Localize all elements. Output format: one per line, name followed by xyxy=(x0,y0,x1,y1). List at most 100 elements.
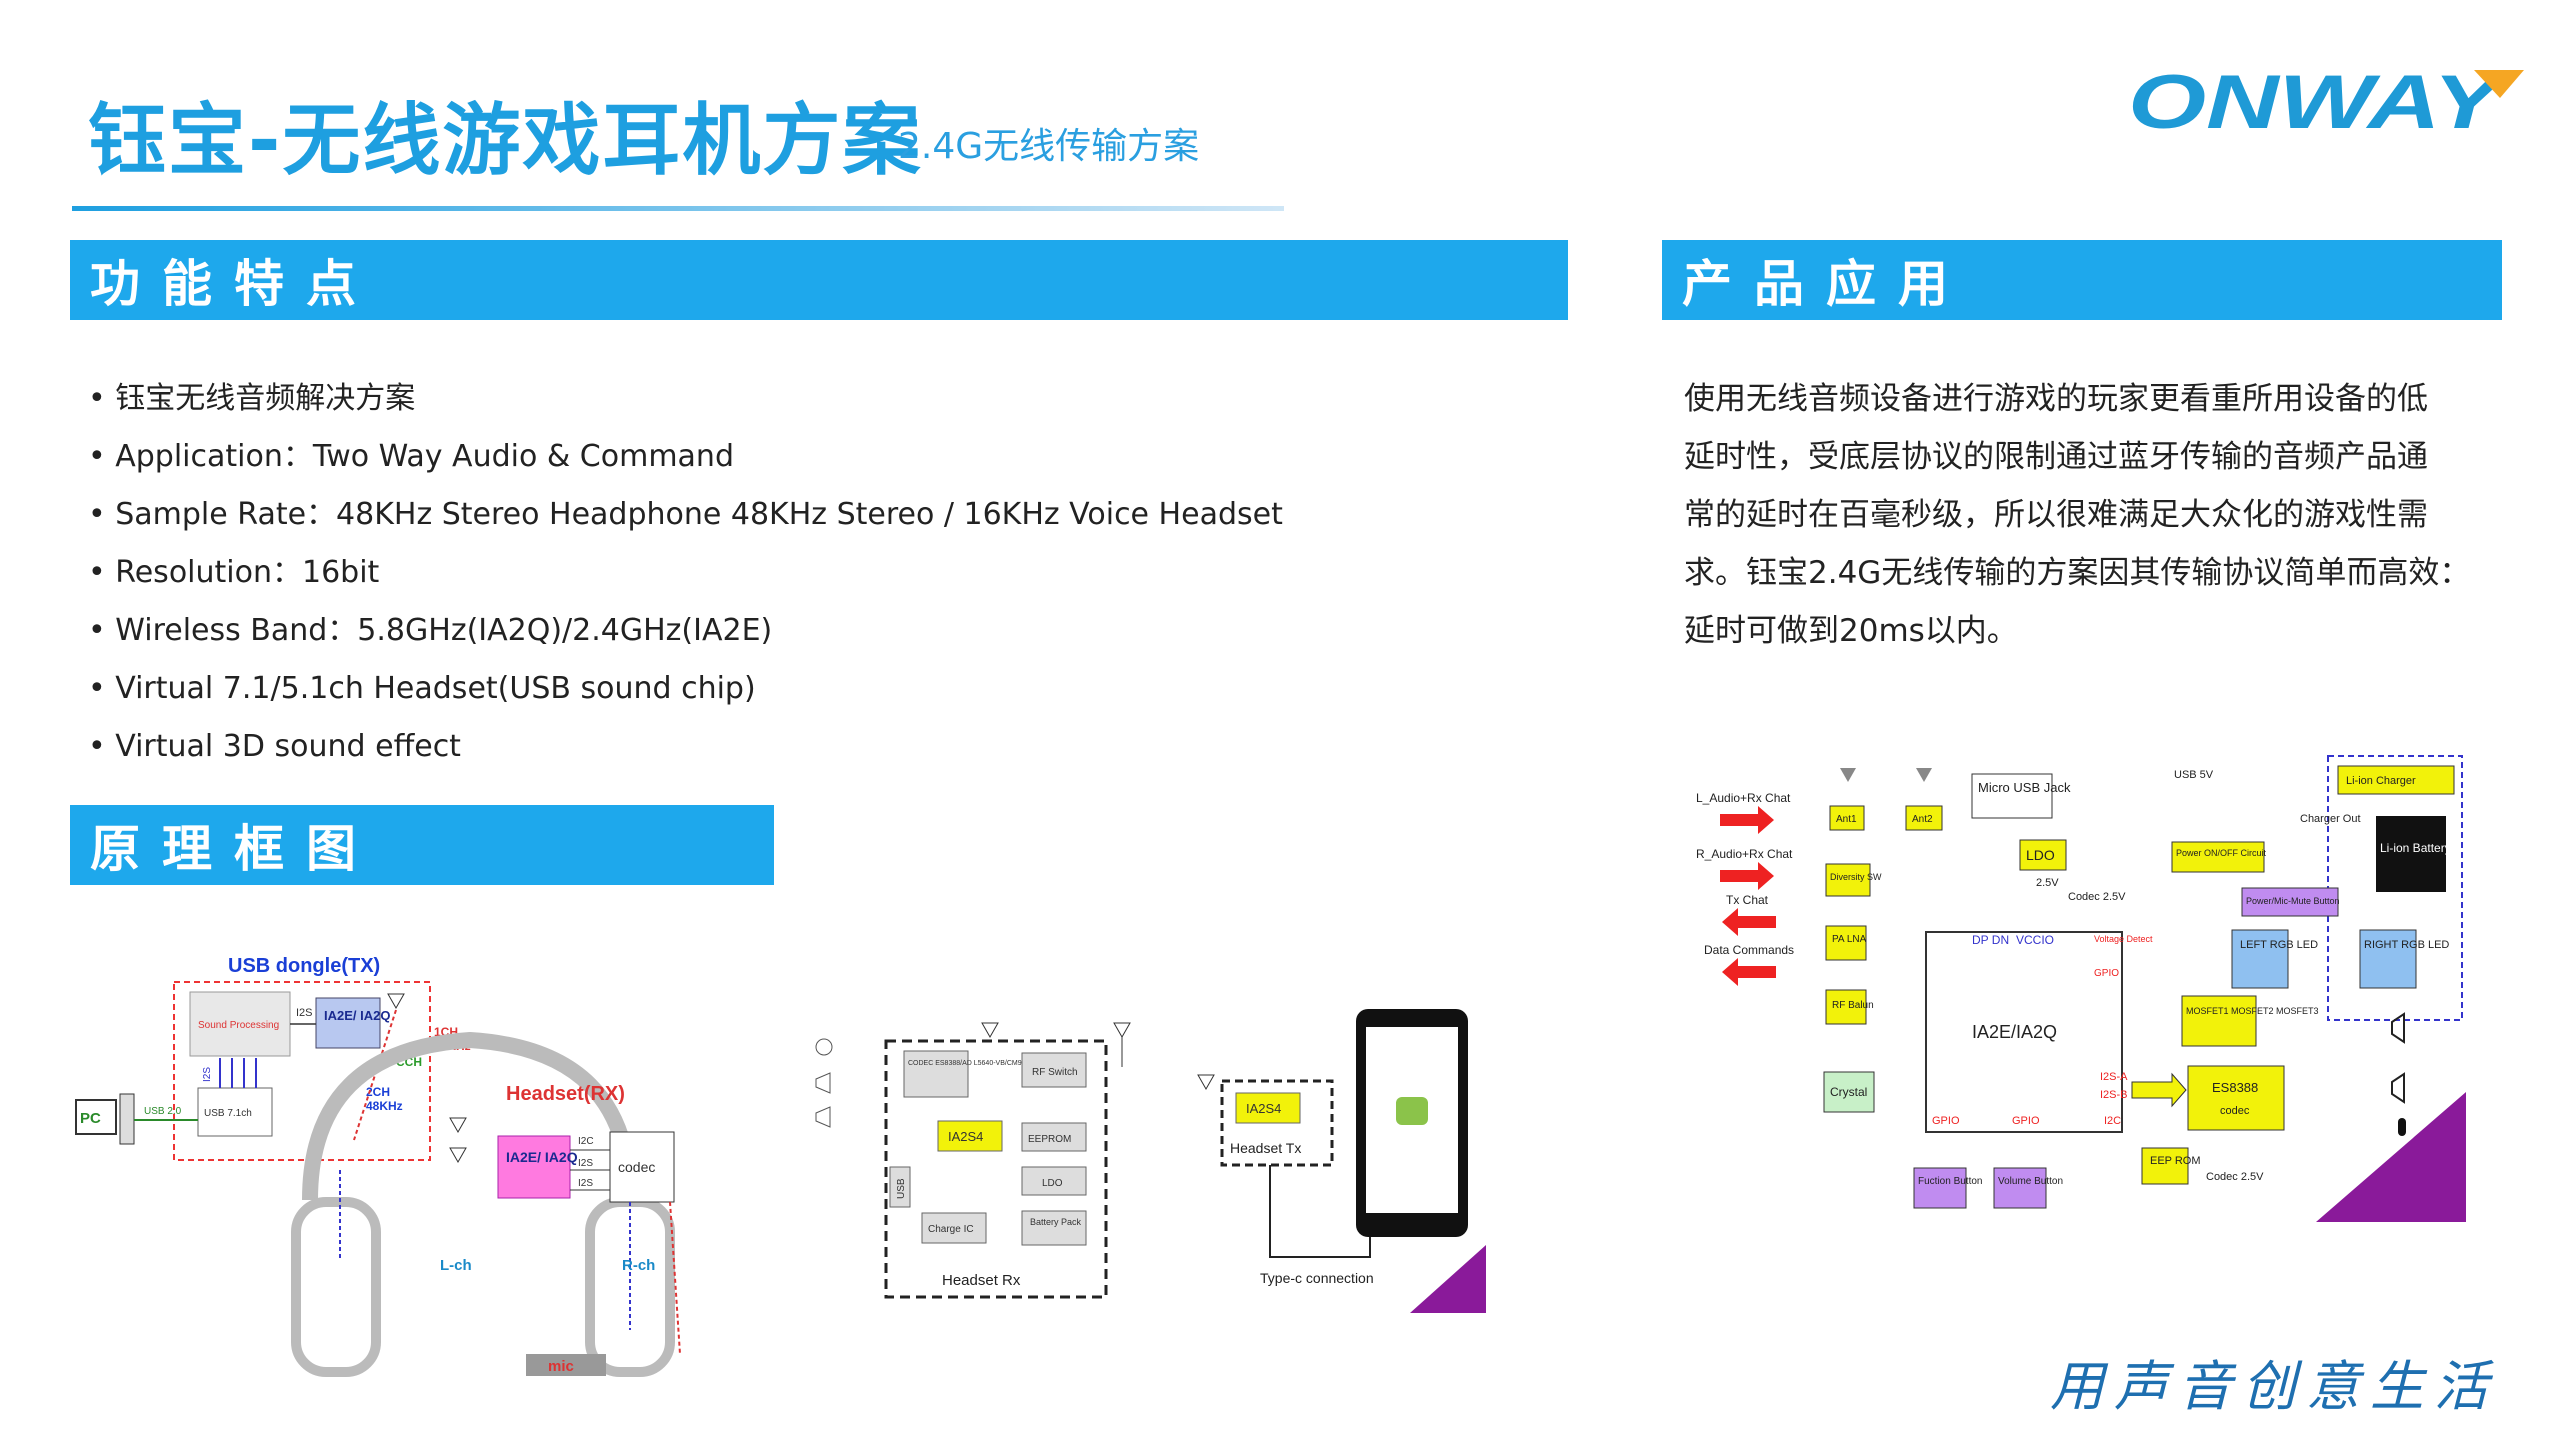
usb-label: USB xyxy=(896,1178,907,1199)
diagram-headset-rx-tx: CODEC ES8388/AD L5640-VB/CM9600 RF Switc… xyxy=(815,1009,1486,1313)
battery-pack-label: Battery Pack xyxy=(1030,1217,1082,1227)
i2s-b-label: I2S-B xyxy=(2100,1089,2128,1101)
microphone-icon xyxy=(2398,1118,2406,1136)
speaker-icon xyxy=(815,1106,831,1128)
ant1-label: Ant1 xyxy=(1836,814,1857,825)
features-heading: 功能特点 xyxy=(70,240,1568,320)
ant2-label: Ant2 xyxy=(1912,814,1933,825)
ia2e-rx-label: IA2E/ IA2Q xyxy=(506,1149,578,1165)
volume-button-label: Volume Button xyxy=(1998,1176,2063,1187)
ia2e-chip-box xyxy=(1925,931,2123,1133)
diversity-label: Diversity SW xyxy=(1830,872,1882,882)
li-charger-box xyxy=(2337,765,2455,795)
i2s-label: I2S xyxy=(296,1007,313,1019)
dp-dn-label: DP DN xyxy=(1972,933,2009,947)
diversity-box xyxy=(1825,863,1871,897)
es8388-codec-label: codec xyxy=(2220,1105,2250,1117)
left-earcup xyxy=(291,1197,381,1377)
battery-pack-box xyxy=(1021,1210,1087,1246)
mosfet-box xyxy=(2181,995,2257,1047)
right-led-box xyxy=(2359,929,2417,989)
codec-box xyxy=(609,1131,675,1203)
l-audio-label: L_Audio+Rx Chat xyxy=(1696,791,1791,805)
feature-item: • Virtual 7.1/5.1ch Headset(USB sound ch… xyxy=(88,671,756,706)
fuction-button-box xyxy=(1913,1167,1967,1209)
r-audio-label: R_Audio+Rx Chat xyxy=(1696,847,1793,861)
feature-item: • Virtual 3D sound effect xyxy=(88,729,461,764)
usb-dongle-box xyxy=(173,981,431,1161)
antenna-icon xyxy=(981,1022,999,1039)
power-onoff-box xyxy=(2171,841,2265,873)
title-divider xyxy=(72,206,1284,211)
mic-icon xyxy=(815,1038,833,1056)
application-line: 延时可做到20ms以内。 xyxy=(1684,613,2018,649)
arrow-right-icon xyxy=(1720,862,1774,890)
right-led-label: RIGHT RGB LED xyxy=(2364,939,2449,951)
ia2s4-tx-box xyxy=(1235,1092,1301,1124)
codec-chip-label: CODEC ES8388/AD L5640-VB/CM9600 xyxy=(908,1060,1033,1067)
application-text: 使用无线音频设备进行游戏的玩家更看重所用设备的低 延时性，受底层协议的限制通过蓝… xyxy=(1684,370,2484,660)
pc-monitor-icon xyxy=(75,1099,117,1135)
codec-label: codec xyxy=(618,1159,655,1175)
ldo-box xyxy=(1021,1166,1087,1196)
pa-lna-label: PA LNA xyxy=(1832,934,1867,945)
headset-tx-label: Headset Tx xyxy=(1230,1140,1301,1156)
ia2s4-tx-label: IA2S4 xyxy=(1246,1101,1281,1116)
page-title: 钰宝-无线游戏耳机方案 xyxy=(88,96,923,186)
ia2e-chip-label: IA2E/IA2Q xyxy=(1972,1022,2057,1042)
gpio-mid-label: GPIO xyxy=(2012,1115,2040,1127)
lch-label: L-ch xyxy=(440,1257,472,1274)
rch-label: R-ch xyxy=(622,1257,655,1274)
feature-item: • Wireless Band：5.8GHz(IA2Q)/2.4GHz(IA2E… xyxy=(88,613,773,648)
application-heading: 产品应用 xyxy=(1662,240,2502,320)
i2s-a-label: I2S-A xyxy=(2100,1071,2128,1083)
left-led-label: LEFT RGB LED xyxy=(2240,939,2318,951)
li-battery-box xyxy=(2376,816,2446,892)
antenna-icon xyxy=(1916,768,1932,782)
li-battery-label: Li-ion Battery xyxy=(2380,841,2451,855)
crystal-box xyxy=(1823,1071,1875,1113)
fuction-button-label: Fuction Button xyxy=(1918,1176,1982,1187)
pc-label: PC xyxy=(80,1110,101,1127)
ia2e-rx-box xyxy=(497,1135,571,1199)
speaker-icon xyxy=(2391,1072,2405,1104)
speaker-icon xyxy=(2391,1012,2405,1044)
usb20-label: USB 2.0 xyxy=(144,1106,182,1117)
ant1-box xyxy=(1829,805,1865,831)
pa-lna-box xyxy=(1825,925,1867,961)
arrow-left-icon xyxy=(1722,908,1776,936)
page-subtitle: 2.4G无线传输方案 xyxy=(898,126,1200,167)
usb-dongle-label: USB dongle(TX) xyxy=(228,955,380,977)
application-line: 求。钰宝2.4G无线传输的方案因其传输协议简单而高效： xyxy=(1684,555,2471,591)
power-mic-label: Power/Mic-Mute Button xyxy=(2246,896,2340,906)
i2c-label: I2C xyxy=(578,1136,594,1147)
power-onoff-label: Power ON/OFF Circuit xyxy=(2176,848,2267,858)
mic-label: mic xyxy=(548,1358,574,1375)
arrow-right-icon xyxy=(1720,806,1774,834)
logo-accent-icon xyxy=(2474,70,2524,98)
ldo-label: LDO xyxy=(1042,1178,1063,1189)
eeprom-box xyxy=(1021,1122,1087,1152)
codec-25v-label: Codec 2.5V xyxy=(2206,1171,2264,1183)
onway-logo: ONWAY xyxy=(2128,62,2524,140)
diagram-heading: 原理框图 xyxy=(70,805,774,885)
logo-text: ONWAY xyxy=(2128,62,2508,140)
usb71-label: USB 7.1ch xyxy=(204,1108,252,1119)
tx-chat-label: Tx Chat xyxy=(1726,893,1769,907)
khz48-label: 48KHz xyxy=(366,1099,403,1113)
i2c-label: I2C xyxy=(2104,1115,2121,1127)
ia2e-dongle-box xyxy=(315,997,381,1049)
eep-rom-label: EEP ROM xyxy=(2150,1155,2201,1167)
ant2-box xyxy=(1905,805,1943,831)
ch2-label: 2CH xyxy=(366,1085,390,1099)
usb-box xyxy=(889,1166,911,1208)
antenna-icon xyxy=(1113,1022,1131,1039)
es8388-box xyxy=(2187,1065,2285,1131)
volume-button-box xyxy=(1993,1167,2047,1209)
i2s-a-label: I2S xyxy=(578,1158,593,1169)
v25-label: 2.5V xyxy=(2036,877,2059,889)
ia2s4-rx-box xyxy=(937,1120,1003,1152)
charge-ic-box xyxy=(921,1212,987,1244)
li-charger-label: Li-ion Charger xyxy=(2346,775,2416,787)
application-line: 使用无线音频设备进行游戏的玩家更看重所用设备的低 xyxy=(1684,381,2428,417)
